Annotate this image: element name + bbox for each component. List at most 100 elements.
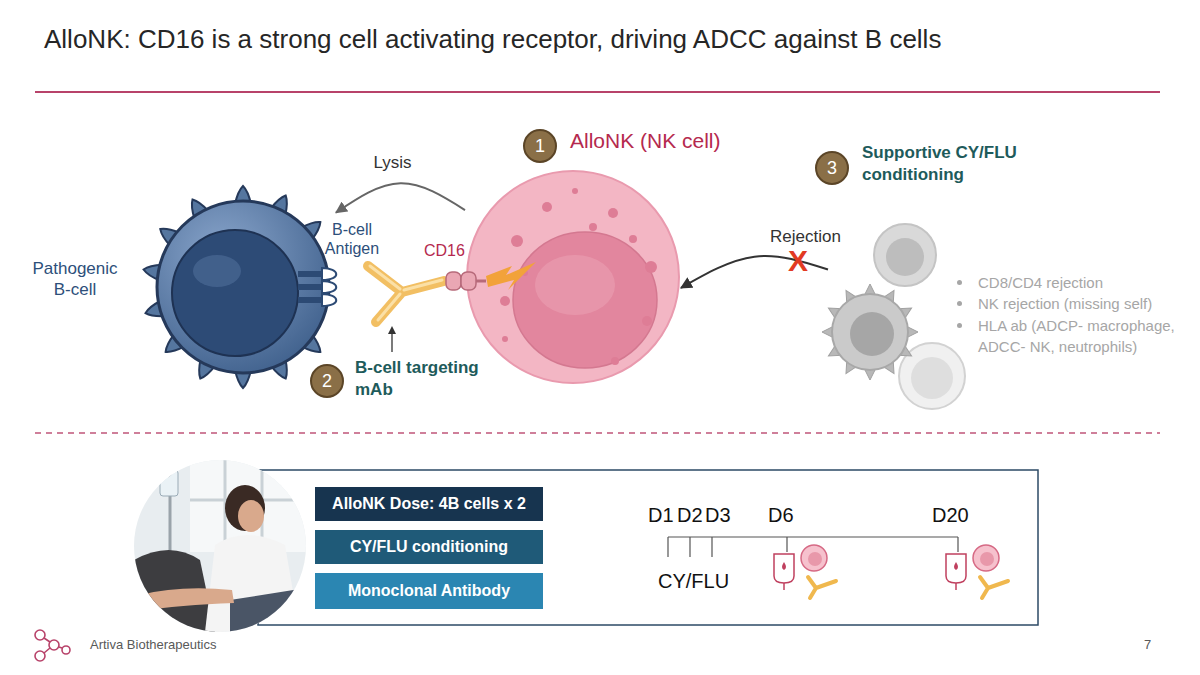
b-cell-shape xyxy=(150,194,336,380)
patient-photo xyxy=(225,485,265,531)
nk-cell-shape xyxy=(645,261,657,273)
title-rule xyxy=(35,91,1160,93)
nk-cell-shape xyxy=(513,232,657,368)
patient-photo xyxy=(140,588,234,611)
company-logo xyxy=(35,630,45,640)
nk-cell-shape xyxy=(467,171,679,383)
callout-number: 1 xyxy=(523,129,557,163)
infusion-icon xyxy=(973,545,999,571)
nk-cell-shape xyxy=(465,169,681,385)
bullet-item: HLA ab (ADCP- macrophage, ADCC- NK, neut… xyxy=(953,315,1183,357)
edge-label: Rejection xyxy=(770,227,841,247)
patient-photo xyxy=(190,499,306,502)
patient-photo xyxy=(230,588,306,632)
company-name: Artiva Biotherapeutics xyxy=(90,637,216,653)
leader-arrow xyxy=(388,326,396,352)
patient-photo xyxy=(134,460,306,632)
b-cell-shape xyxy=(142,186,329,388)
company-logo xyxy=(62,646,70,654)
nk-cell-shape xyxy=(542,202,552,212)
day-label: D1 xyxy=(648,503,674,527)
step-label: Supportive CY/FLU conditioning xyxy=(862,142,1042,186)
bullet-item: CD8/CD4 rejection xyxy=(953,272,1183,293)
leader-arrow xyxy=(391,331,392,352)
receptor-label: CD16 xyxy=(424,241,465,260)
patient-photo xyxy=(261,460,264,552)
infusion-icon xyxy=(774,545,836,598)
step-label: B-cell targeting mAb xyxy=(355,357,495,401)
rejecting-cells-shape xyxy=(911,357,953,399)
patient-photo xyxy=(190,460,306,552)
callout-number: 2 xyxy=(310,364,344,398)
box-label: CY/FLU conditioning xyxy=(315,530,543,564)
box-label: AlloNK Dose: 4B cells x 2 xyxy=(315,487,543,521)
day-label: D2 xyxy=(677,503,703,527)
b-cell-shape xyxy=(157,201,329,373)
schedule-box: AlloNK Dose: 4B cells x 2 xyxy=(315,487,543,521)
edge-label: Lysis xyxy=(373,153,411,173)
rejecting-cells-shape xyxy=(850,312,894,356)
company-logo xyxy=(49,640,59,650)
node-label: AlloNK (NK cell) xyxy=(570,128,721,153)
bullet-item: NK rejection (missing self) xyxy=(953,293,1183,314)
infusion-icon xyxy=(954,562,958,570)
page-number: 7 xyxy=(1144,637,1151,653)
rejecting-cells-shape xyxy=(874,224,936,286)
nk-cell-shape xyxy=(611,357,619,365)
nk-cell-shape xyxy=(511,235,523,247)
company-logo xyxy=(35,651,45,661)
nk-cell-shape xyxy=(629,235,637,243)
rejecting-cells-shape xyxy=(828,222,968,412)
infusion-icon xyxy=(808,577,836,598)
day-label: D6 xyxy=(768,503,794,527)
company-logo xyxy=(35,630,70,661)
infusion-icon xyxy=(783,583,785,590)
callout-number: 3 xyxy=(815,151,849,185)
connector-arrow xyxy=(336,183,465,212)
nk-cell-shape xyxy=(535,255,615,315)
company-logo xyxy=(44,638,62,653)
day-label: D20 xyxy=(932,503,969,527)
infusion-icon xyxy=(946,554,966,583)
node-label: Pathogenic B-cell xyxy=(25,258,125,301)
nk-cell-shape xyxy=(608,208,618,218)
nk-cell-shape xyxy=(500,296,510,306)
infusion-icon xyxy=(946,545,1008,598)
antigen-label: B-cell Antigen xyxy=(317,220,387,258)
infusion-icon xyxy=(955,583,957,590)
rejecting-cells-shape xyxy=(832,294,908,370)
antibody xyxy=(368,266,444,322)
section-divider xyxy=(35,432,1160,434)
infusion-icon xyxy=(782,562,786,570)
infusion-icon xyxy=(980,552,994,566)
timeline xyxy=(668,537,958,557)
patient-photo xyxy=(134,550,215,632)
infusion-icon xyxy=(801,545,827,571)
nk-cell-shape xyxy=(589,223,597,231)
patient-photo xyxy=(134,460,306,632)
b-cell: Pathogenic B-cell xyxy=(150,194,336,380)
b-cell-shape xyxy=(172,230,298,356)
rejecting-cells-shape xyxy=(886,238,924,276)
infusion-icon xyxy=(808,552,822,566)
nk-cell-shape xyxy=(642,316,652,326)
nk-cell-shape xyxy=(522,270,528,276)
schedule-panel xyxy=(258,470,1038,625)
b-cell-shape xyxy=(193,255,241,287)
box-label: Monoclonal Antibody xyxy=(315,573,543,609)
schedule-box: CY/FLU conditioning xyxy=(315,530,543,564)
slide-title: AlloNK: CD16 is a strong cell activating… xyxy=(44,24,941,55)
blocked-mark: X xyxy=(788,243,808,279)
nk-cell-shape xyxy=(572,188,578,194)
nk-cell-shape xyxy=(502,336,508,342)
patient-photo xyxy=(238,500,264,532)
patient-photo xyxy=(169,460,172,632)
leader-arrow xyxy=(388,326,396,334)
patient-photo xyxy=(224,460,227,552)
infusion-icon xyxy=(980,577,1008,598)
rejecting-cells-shape xyxy=(899,343,965,409)
rejecting-cells-shape xyxy=(822,284,918,380)
day-label: D3 xyxy=(705,503,731,527)
patient-photo xyxy=(160,470,178,496)
